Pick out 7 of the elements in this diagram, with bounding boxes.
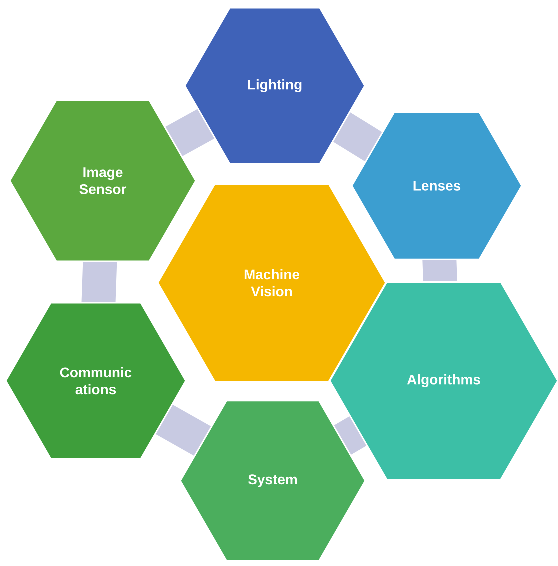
hexagon: Lenses	[351, 112, 523, 260]
hexagon: Algorithms	[329, 282, 558, 480]
hexagon: Lighting	[184, 7, 366, 165]
hexagon: Image Sensor	[9, 100, 197, 262]
hexagon: System	[180, 400, 366, 562]
hexagon: Machine Vision	[157, 184, 387, 382]
hexagon: Communic ations	[5, 302, 187, 460]
